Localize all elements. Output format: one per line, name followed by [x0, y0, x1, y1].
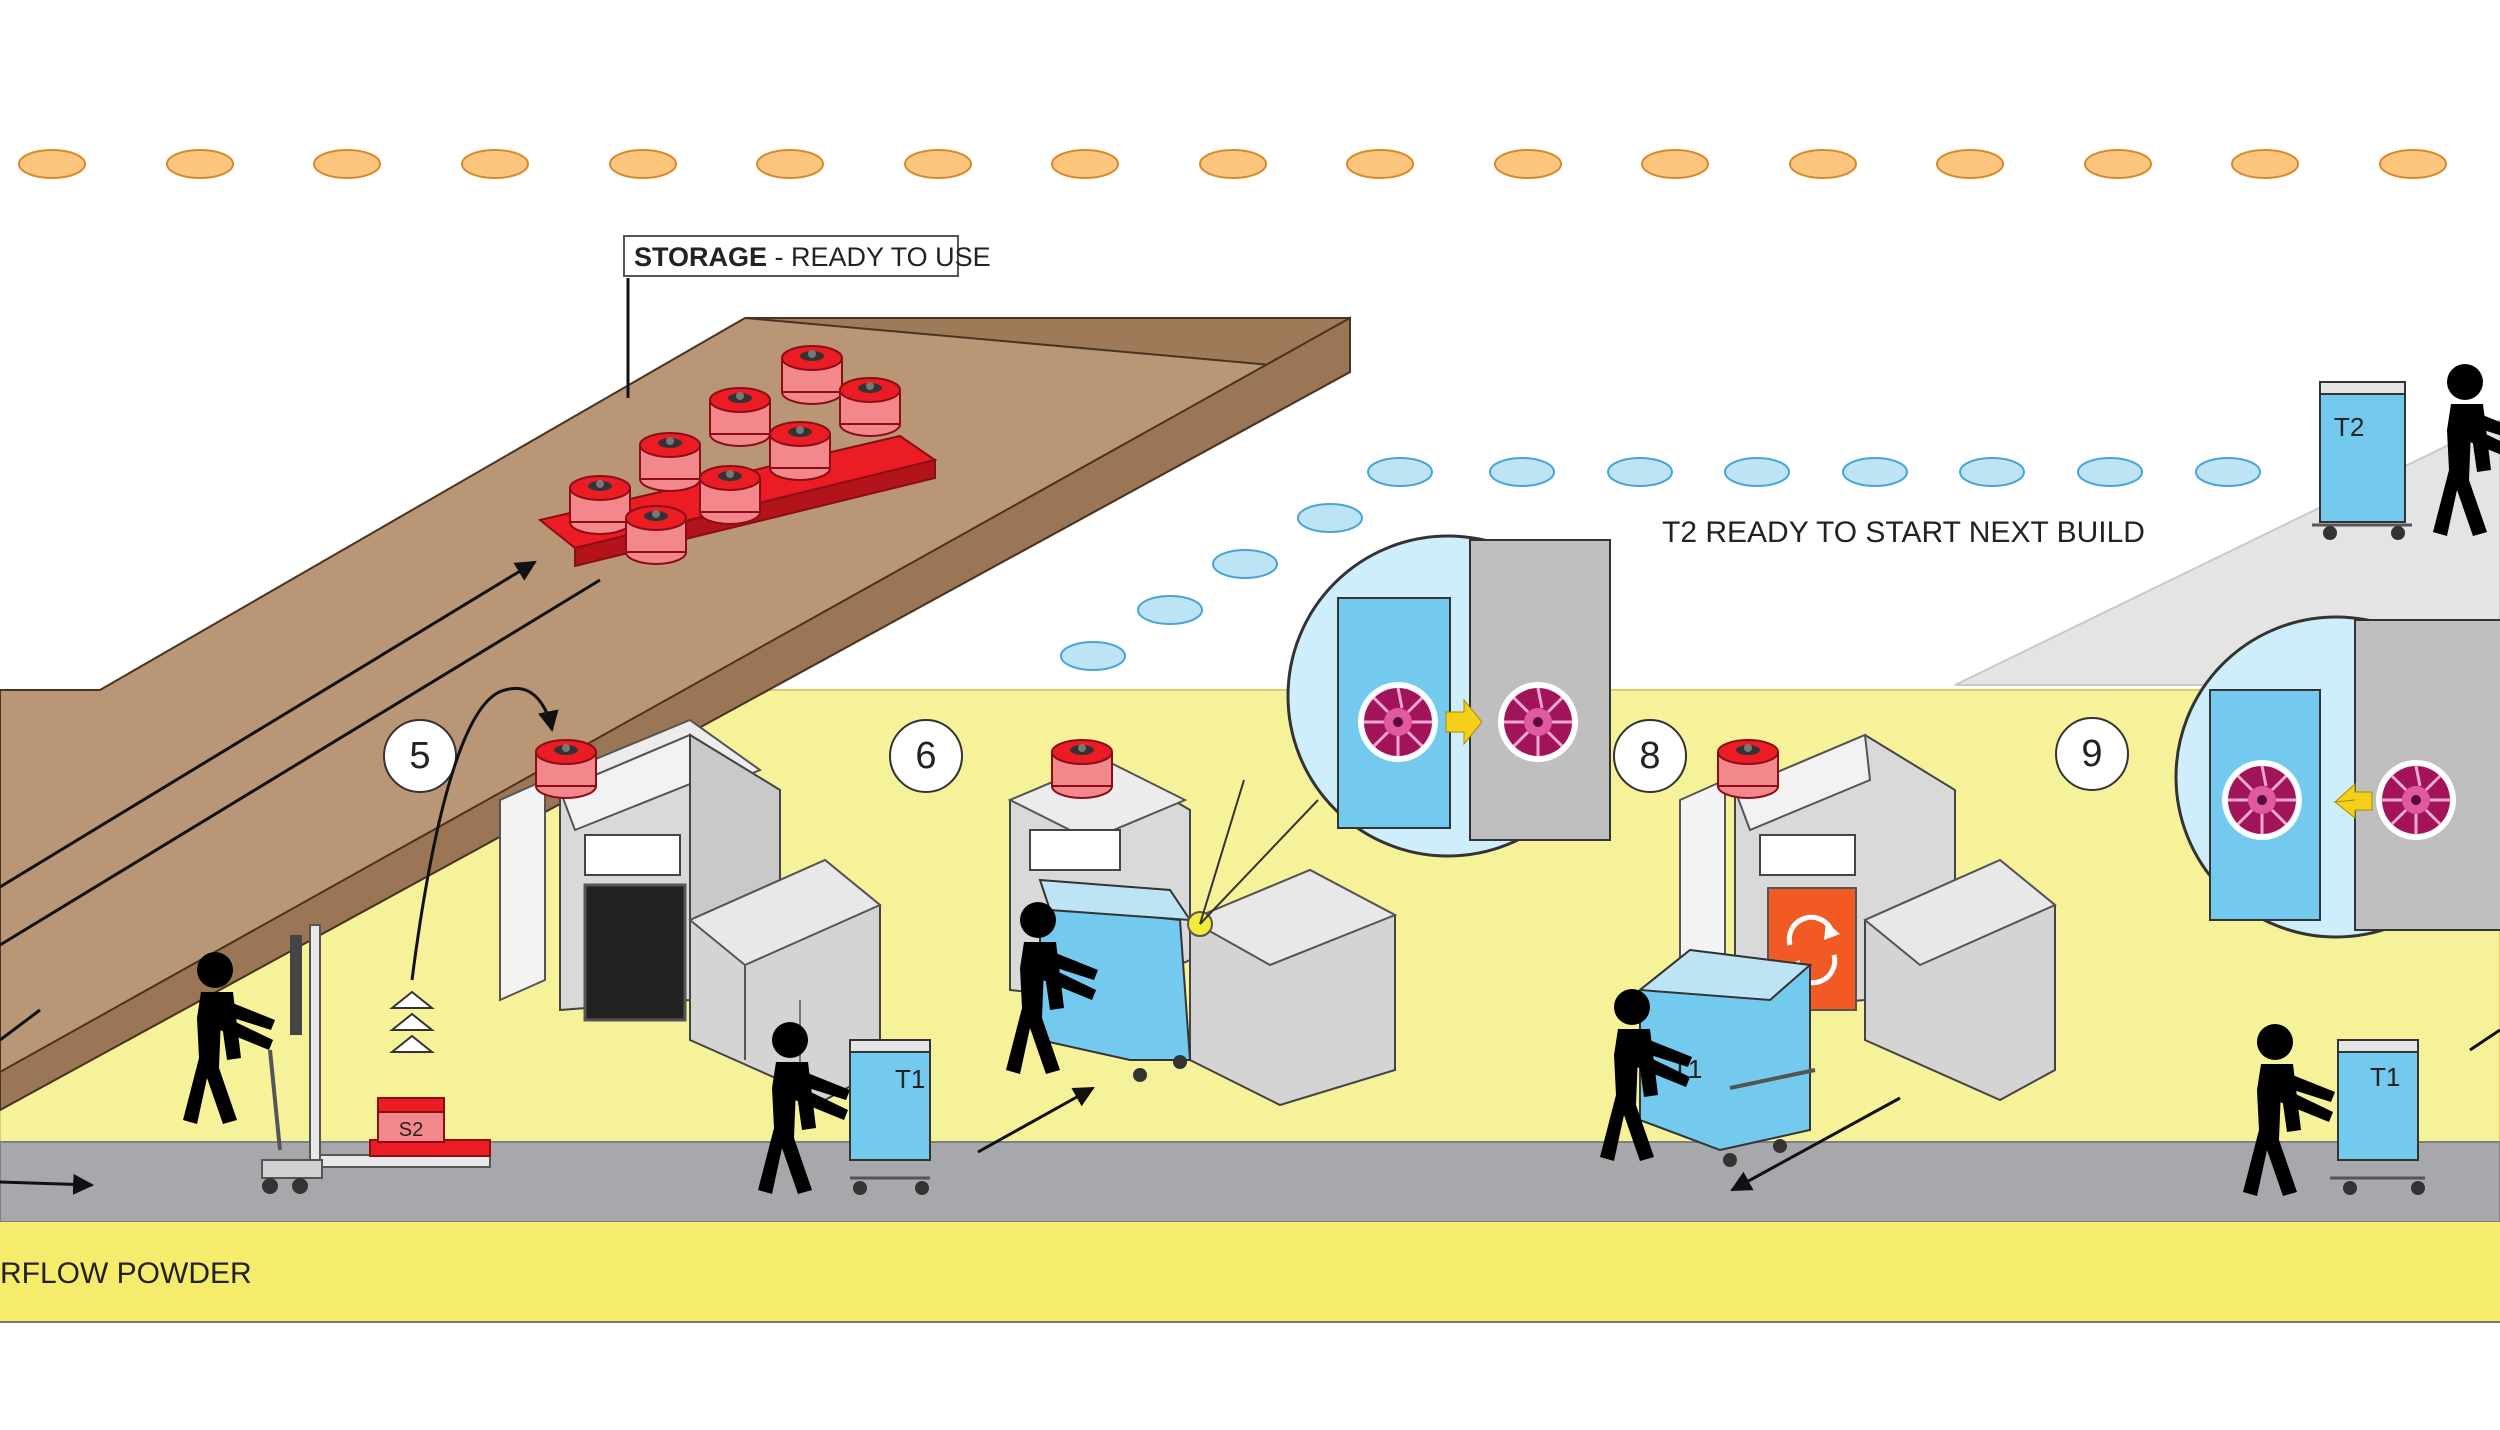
cart-t1-label-step-5: T1 — [895, 1064, 925, 1094]
impeller-icon — [1502, 686, 1574, 758]
step-6-number: 6 — [915, 735, 936, 777]
lift-up-arrow — [389, 990, 435, 1009]
zoom-detail-step-9 — [2174, 615, 2500, 939]
overflow-label: RFLOW POWDER — [0, 1257, 252, 1290]
container-s2-label: S2 — [399, 1119, 423, 1141]
svg-text:STORAGE - READY TO USE: STORAGE - READY TO USE — [634, 242, 991, 272]
orange-marker-line — [18, 149, 2447, 179]
storage-callout: STORAGE - READY TO USE — [623, 235, 991, 398]
cart-t1-step-5: T1 — [849, 1039, 931, 1195]
step-9-number: 9 — [2081, 733, 2102, 775]
arrow-icon — [977, 1086, 1095, 1154]
step-5-number: 5 — [409, 735, 430, 777]
step-8: 8 T1 — [1600, 719, 2057, 1192]
step-9: 9 T1 — [2055, 717, 2500, 1196]
arrow-icon — [0, 1173, 95, 1195]
lift-truck-icon — [261, 924, 491, 1194]
stored-containers — [537, 345, 938, 568]
t2-cart-group: T2 — [2312, 364, 2500, 540]
t2-ready-label: T2 READY TO START NEXT BUILD — [1662, 516, 2145, 549]
container-s2: S2 — [369, 1097, 491, 1157]
cart-t1-label-step-9: T1 — [2370, 1062, 2400, 1092]
impeller-icon — [1362, 686, 1434, 758]
impeller-icon — [2226, 764, 2298, 836]
blue-marker-line — [1060, 457, 2261, 671]
step-6: 6 — [889, 719, 1398, 1107]
storage-ramp — [0, 316, 1351, 1112]
step-8-number: 8 — [1639, 735, 1660, 777]
impeller-icon — [2380, 764, 2452, 836]
overflow-strip — [0, 1222, 2500, 1322]
arrow-icon — [1445, 698, 1483, 746]
zoom-detail-step-6 — [1286, 534, 1611, 858]
arrow-icon — [2333, 782, 2373, 820]
arrow-icon — [1730, 1096, 1901, 1192]
machine-step-5 — [499, 718, 882, 1102]
step-5: 5 S2 — [183, 686, 559, 1194]
cart-t2-label: T2 — [2334, 412, 2364, 442]
storage-label-rest: - READY TO USE — [767, 242, 991, 272]
storage-label-bold: STORAGE — [634, 242, 767, 272]
